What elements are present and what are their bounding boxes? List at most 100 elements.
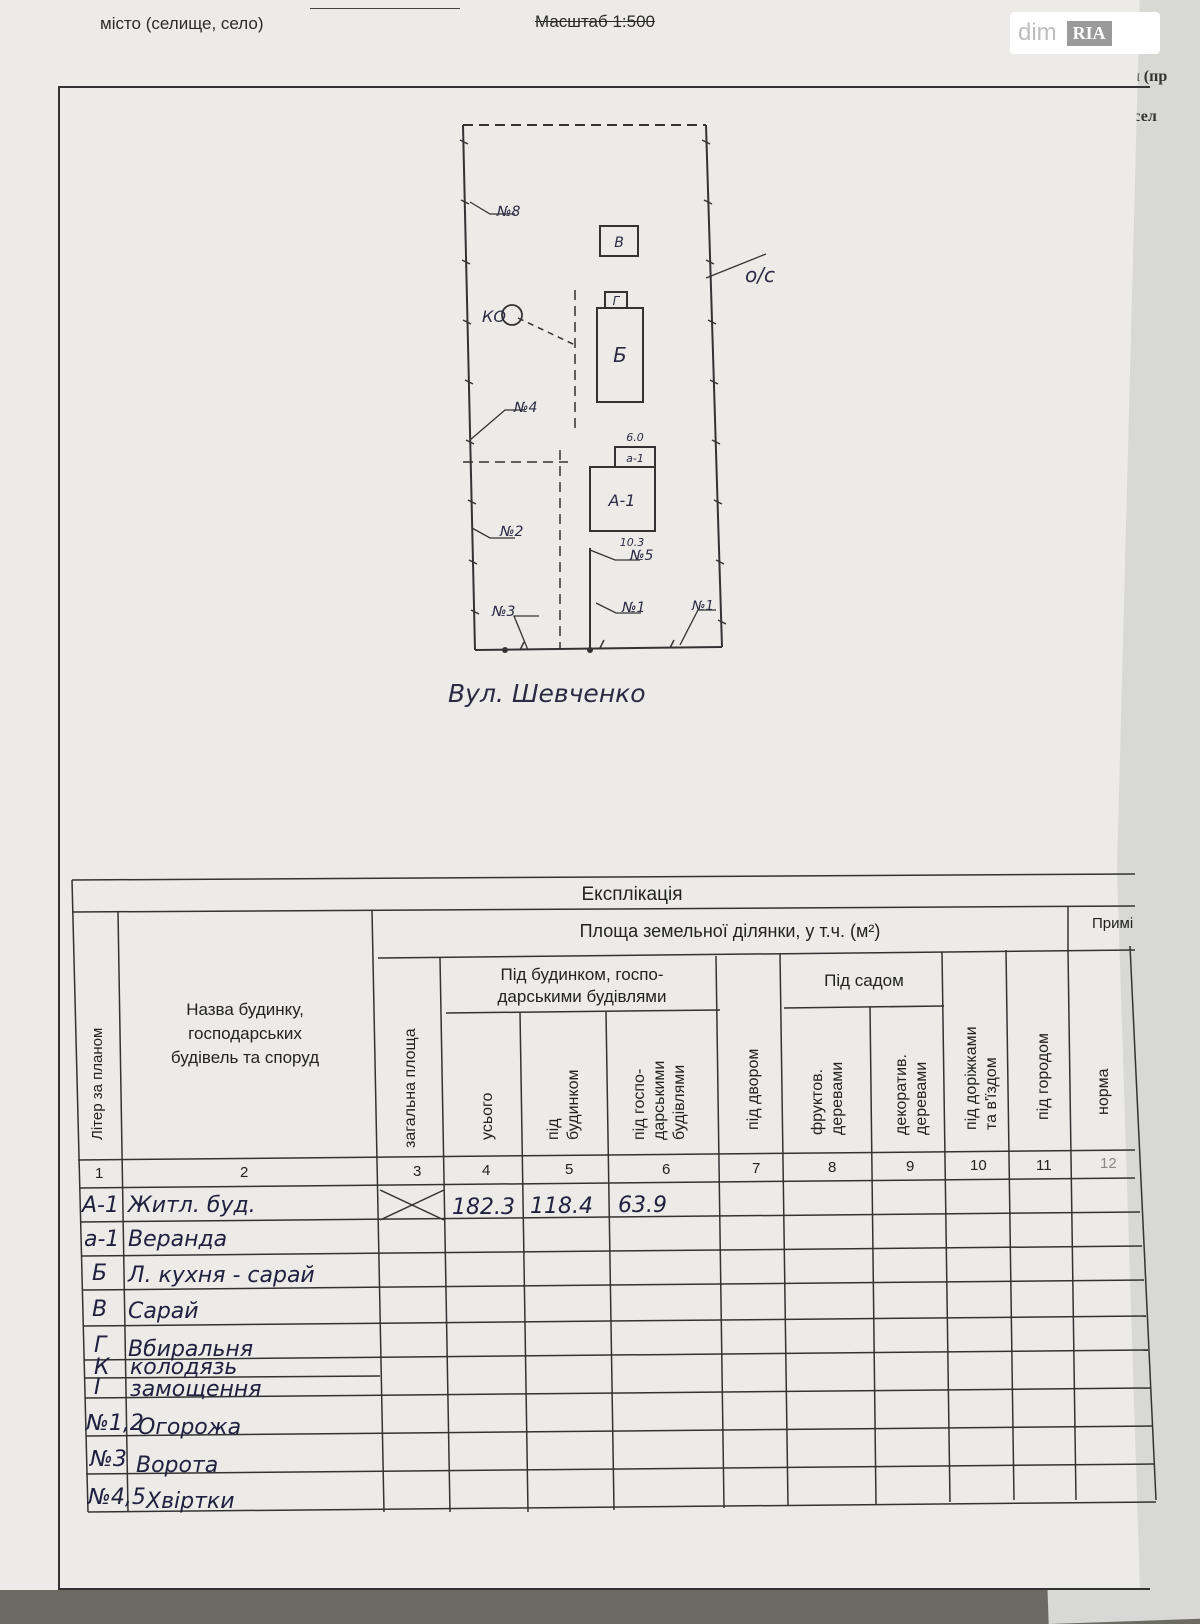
col-norm-header: норма xyxy=(1095,1068,1112,1115)
dimria-watermark: dim RIA xyxy=(1010,12,1160,54)
column-numbers: 1 2 3 4 5 6 7 8 9 10 11 12 xyxy=(95,1155,1117,1182)
group-garden: Під садом xyxy=(824,971,904,990)
well-label: КО xyxy=(482,307,506,326)
number-row-top xyxy=(77,1149,1136,1161)
col-outbuildings-line1: під госпо- xyxy=(631,1069,648,1140)
col-outbuildings-line2: дарськими xyxy=(651,1061,668,1140)
row-house: 118.4 xyxy=(530,1194,593,1219)
row-name: Хвіртки xyxy=(145,1489,235,1514)
col-yard-header: під двором xyxy=(745,1049,762,1130)
veranda-label: а-1 xyxy=(626,452,644,465)
building-v-label: В xyxy=(614,235,624,251)
watermark-ria-logo: RIA xyxy=(1066,20,1112,46)
dimension-width: 6.0 xyxy=(626,431,644,444)
col-number: 12 xyxy=(1100,1155,1117,1172)
fence-ticks xyxy=(459,139,727,651)
col-name-line3: будівель та споруд xyxy=(171,1048,319,1067)
row-letter: №1,2 xyxy=(85,1411,144,1436)
row-all: 182.3 xyxy=(452,1195,515,1220)
row-letter: В xyxy=(92,1297,107,1322)
table-top-line xyxy=(71,873,1136,881)
col-name-line1: Назва будинку, xyxy=(186,1000,304,1019)
label-n1-right: №1 xyxy=(691,599,714,614)
row-name: Житл. буд. xyxy=(126,1193,256,1218)
explication-title: Експлікація xyxy=(582,884,683,905)
row-letter: №4,5 xyxy=(87,1485,146,1510)
locality-underline xyxy=(310,8,460,9)
label-n3: №3 xyxy=(491,604,515,620)
garden-group-line xyxy=(783,1005,945,1009)
col-number: 4 xyxy=(482,1162,490,1179)
col-letter-header: Літер за планом xyxy=(89,1028,106,1140)
row-name: Сарай xyxy=(128,1299,199,1324)
row-name: Огорожа xyxy=(138,1415,241,1440)
row-letter: Б xyxy=(92,1261,107,1286)
col-decor-line2: деревами xyxy=(913,1062,930,1135)
row-outbuildings: 63.9 xyxy=(618,1193,667,1218)
street-label: Вул. Шевченко xyxy=(448,679,646,708)
column-lines xyxy=(71,879,1157,1513)
dimension-length: 10.3 xyxy=(620,536,645,549)
col-number: 3 xyxy=(413,1163,421,1180)
col-vegetable-header: під городом xyxy=(1035,1033,1052,1120)
col-number: 5 xyxy=(565,1161,573,1178)
col-fruit-line1: фруктов. xyxy=(809,1069,826,1135)
row-letter: К xyxy=(94,1355,111,1380)
total-cross-b xyxy=(379,1189,445,1221)
col-number: 6 xyxy=(662,1161,670,1178)
label-n2: №2 xyxy=(499,524,524,540)
number-row-bottom xyxy=(79,1177,1136,1189)
building-b-outline xyxy=(596,307,644,403)
col-house-line1: під xyxy=(545,1118,562,1140)
col-number: 7 xyxy=(752,1160,760,1177)
locality-label: місто (селище, село) xyxy=(100,14,264,33)
note-header: Примі xyxy=(1092,915,1133,932)
building-b-label: Б xyxy=(613,343,627,367)
gate-post-right xyxy=(587,647,593,653)
front-fence xyxy=(474,646,723,651)
house-outline xyxy=(589,466,656,532)
building-g-label: Г xyxy=(613,294,621,308)
col-all-header: усього xyxy=(479,1092,496,1140)
row-letter: А-1 xyxy=(80,1193,119,1218)
buildings-group-line xyxy=(445,1009,721,1014)
label-os: о/с xyxy=(745,263,775,287)
col-number: 10 xyxy=(970,1157,987,1174)
col-number: 8 xyxy=(828,1159,836,1176)
area-header: Площа земельної ділянки, у т.ч. (м²) xyxy=(580,921,881,941)
col-number: 11 xyxy=(1036,1157,1052,1174)
plan-frame xyxy=(58,86,1150,1590)
row-letter: І xyxy=(94,1375,101,1400)
col-total-header: загальна площа xyxy=(402,1028,419,1148)
col-fruit-line2: деревами xyxy=(829,1062,846,1135)
table-title-line xyxy=(71,905,1136,913)
row-name: Л. кухня - сарай xyxy=(127,1263,315,1288)
row-lines xyxy=(79,1211,1157,1513)
row-letter: Г xyxy=(94,1333,108,1358)
label-n5: №5 xyxy=(629,548,654,564)
scale-label: Масштаб 1:500 xyxy=(535,12,655,31)
label-n8: №8 xyxy=(496,204,521,220)
row-letter: а-1 xyxy=(84,1227,119,1252)
label-n4: №4 xyxy=(513,400,537,416)
col-outbuildings-line3: будівлями xyxy=(671,1065,688,1140)
area-header-line xyxy=(377,949,1136,959)
group-buildings-line1: Під будинком, госпо- xyxy=(500,965,663,984)
row-name: колодязь xyxy=(130,1355,237,1380)
site-plan: В Г Б а-1 6.0 А-1 10.3 КО №8 о/с №4 №2 №… xyxy=(448,124,775,708)
row-name: Вбиральня xyxy=(128,1337,253,1362)
row-letter: №3 xyxy=(89,1447,127,1472)
watermark-dim-text: dim xyxy=(1018,19,1057,46)
col-decor-line1: декоратив. xyxy=(893,1054,910,1135)
row-name: Веранда xyxy=(128,1227,227,1252)
col-house-line2: будинком xyxy=(565,1070,582,1140)
gate-post-left xyxy=(502,647,508,653)
col-name-line2: господарських xyxy=(188,1024,302,1043)
well-symbol xyxy=(501,304,523,326)
table-rows: А-1 Житл. буд. 182.3 118.4 63.9 а-1 Вера… xyxy=(80,1193,667,1514)
leader-lines xyxy=(469,201,767,651)
right-fence xyxy=(705,124,723,648)
row-name: замощення xyxy=(130,1377,262,1402)
group-buildings-line2: дарськими будівлями xyxy=(498,987,667,1006)
